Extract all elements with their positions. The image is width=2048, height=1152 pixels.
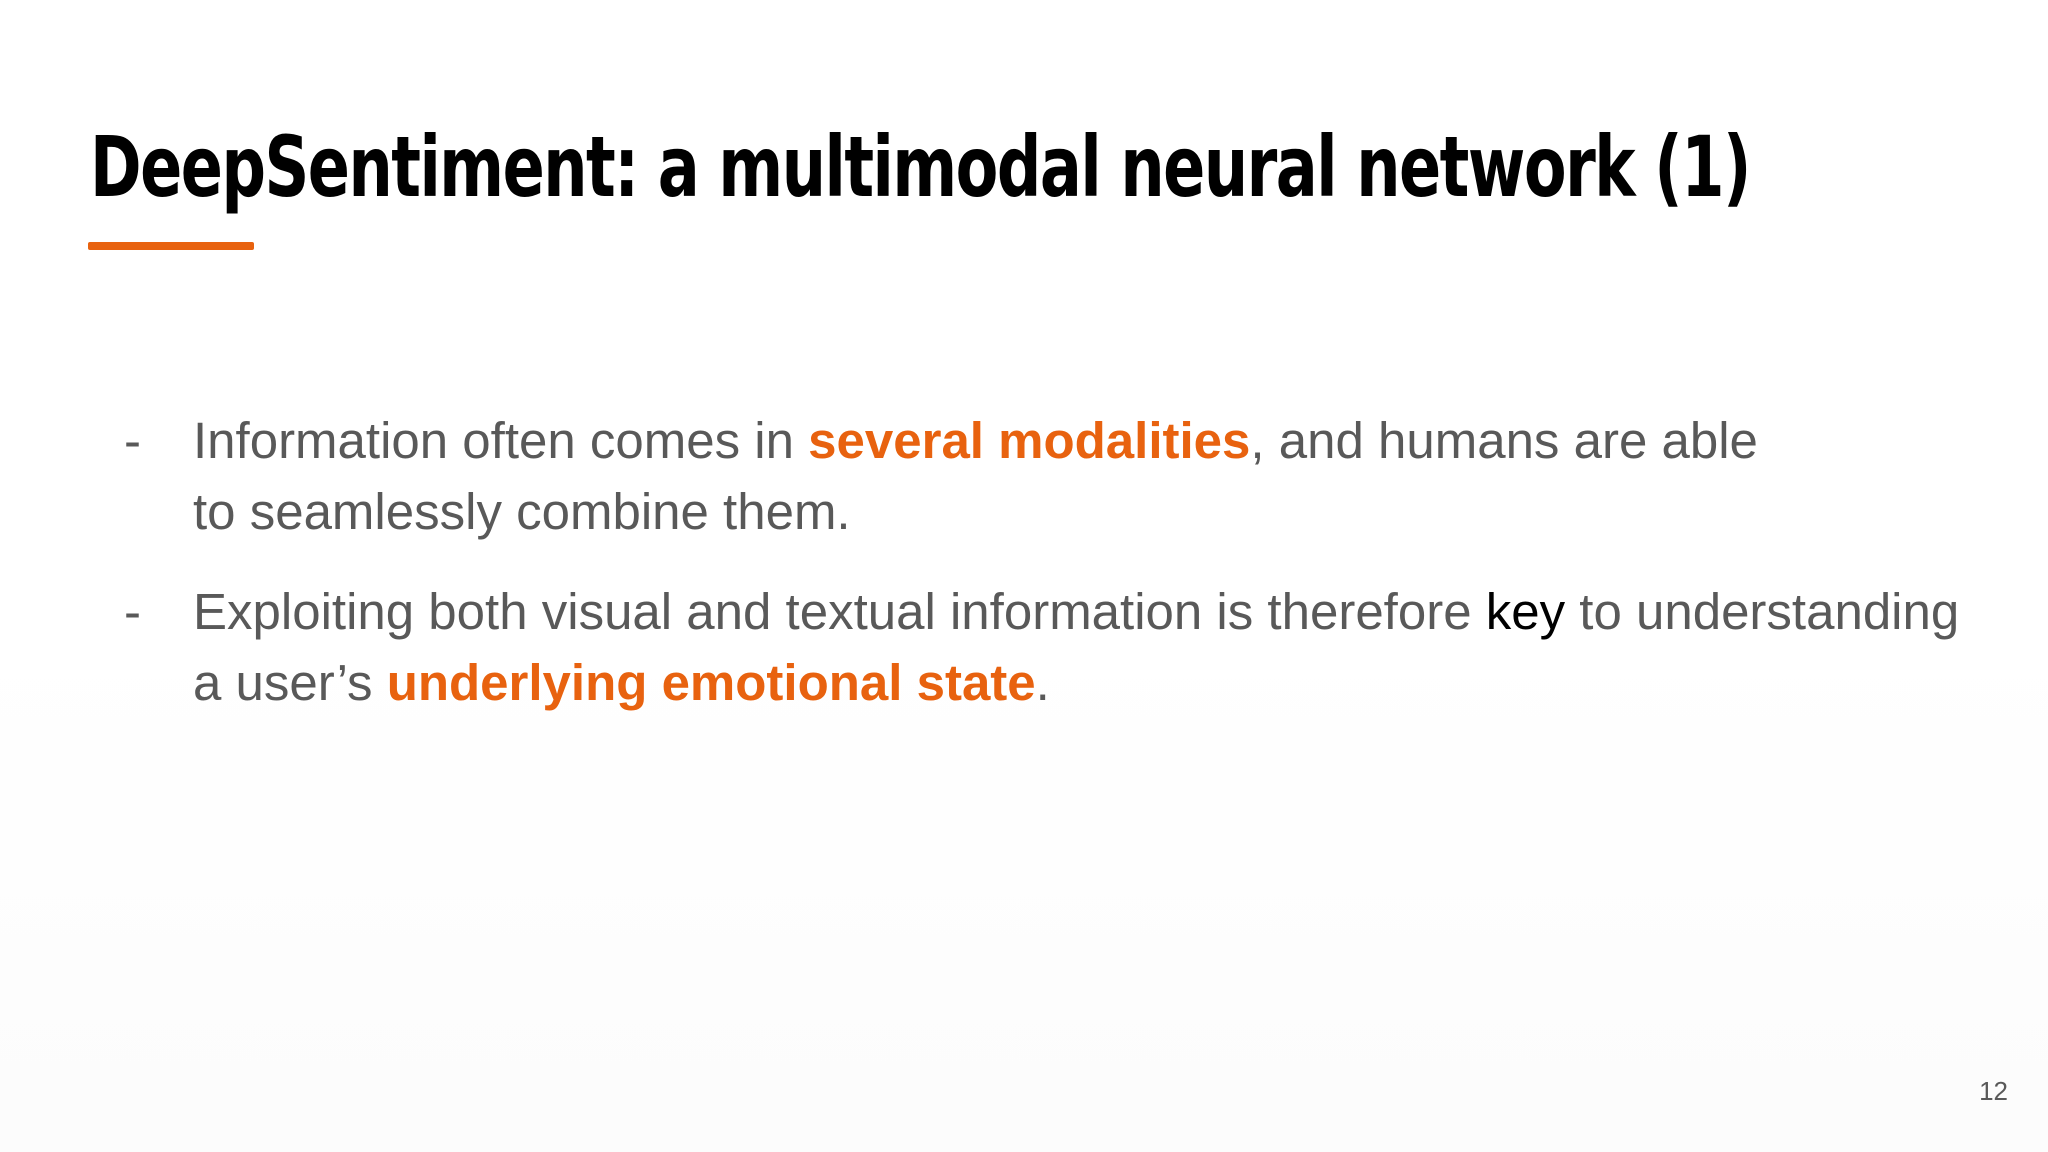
bullet-marker: - xyxy=(124,583,141,640)
highlight-text: several modalities xyxy=(808,412,1251,469)
page-number: 12 xyxy=(1979,1076,2008,1106)
bullet-marker: - xyxy=(124,412,141,469)
bullet-item-modalities: - Information often comes in several mod… xyxy=(120,405,1763,547)
emphasis-text: key xyxy=(1485,583,1566,640)
bullet-text: . xyxy=(1035,654,1050,711)
bullet-text: to understanding a user’s xyxy=(193,583,1960,711)
bullet-text: , and humans are able to seamlessly comb… xyxy=(193,412,1758,540)
bullet-text: Information often comes in xyxy=(193,412,809,469)
bullet-list: - Information often comes in several mod… xyxy=(120,405,1980,747)
bullet-text: Exploiting both visual and textual infor… xyxy=(193,583,1486,640)
title-underline xyxy=(88,242,254,250)
highlight-text: underlying emotional state xyxy=(386,654,1036,711)
slide-title: DeepSentiment: a multimodal neural netwo… xyxy=(90,118,1751,216)
bullet-item-emotional-state: - Exploiting both visual and textual inf… xyxy=(120,576,1980,718)
